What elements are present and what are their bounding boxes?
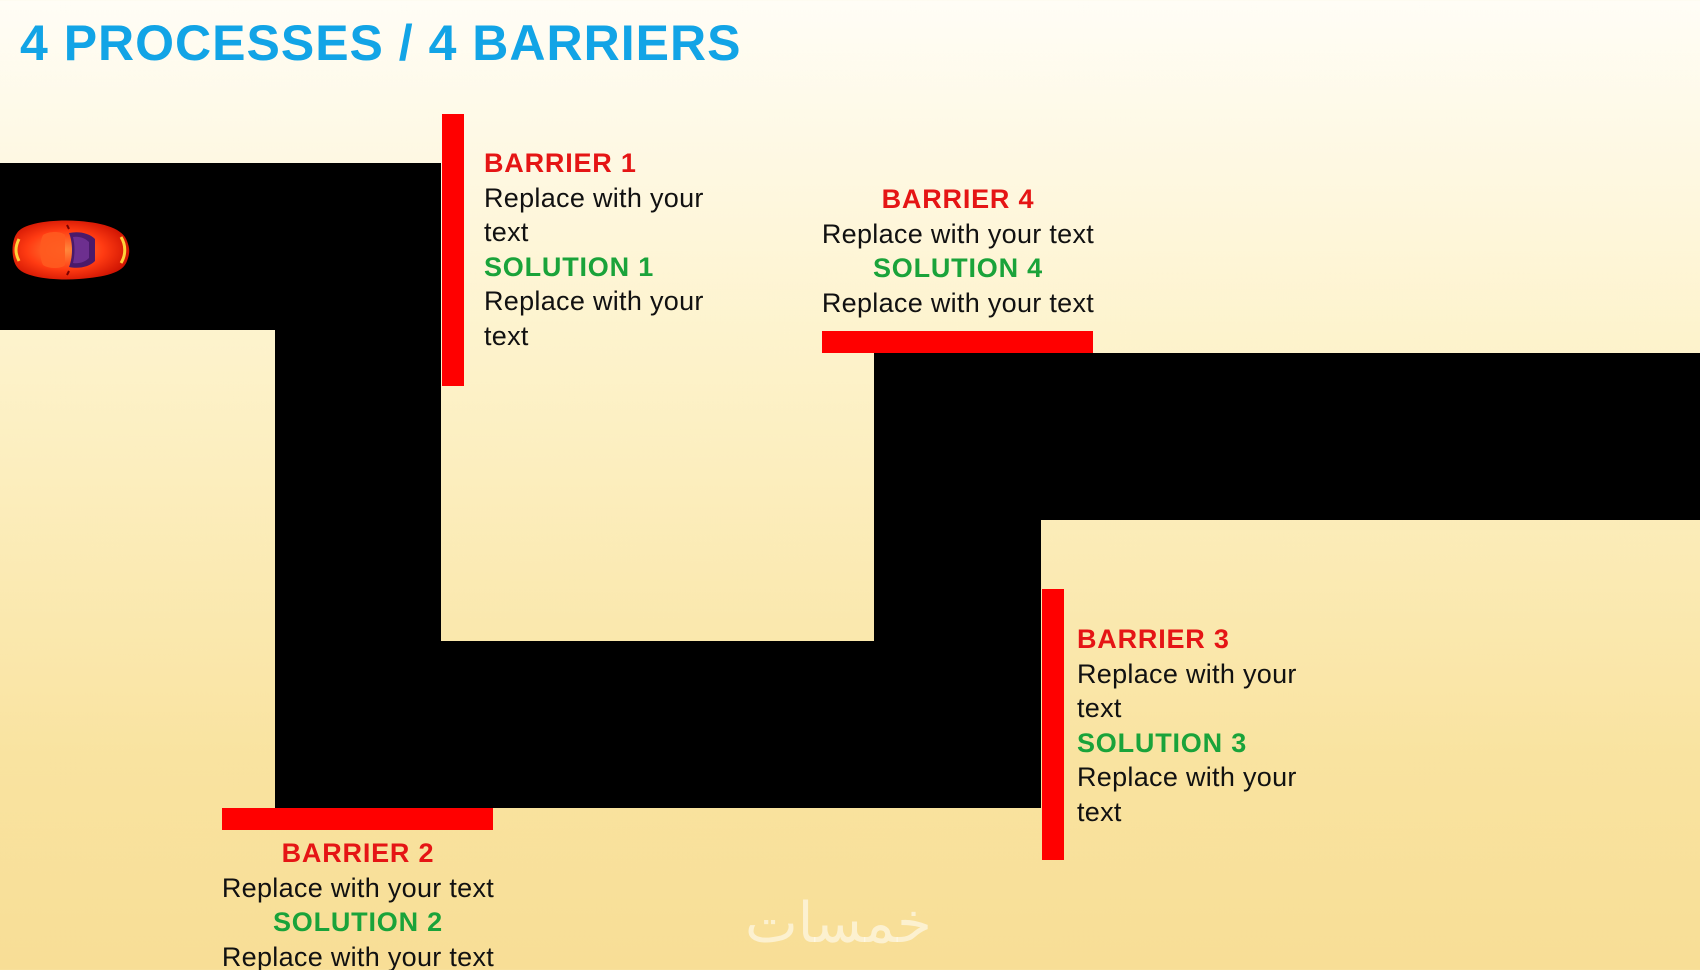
barrier-3-label: BARRIER 3 [1077, 624, 1230, 654]
barrier-3-bar [1042, 589, 1064, 860]
solution-1-text: Replace with your text [484, 286, 704, 351]
barrier-1-bar [442, 114, 464, 386]
barrier-1-label: BARRIER 1 [484, 148, 637, 178]
solution-4-text: Replace with your text [821, 287, 1095, 318]
barrier-4-note: BARRIER 4 Replace with your text SOLUTIO… [772, 182, 1144, 320]
solution-2-label: SOLUTION 2 [272, 907, 443, 937]
slide-title: 4 PROCESSES / 4 BARRIERS [20, 15, 742, 71]
watermark: خمسات [745, 891, 932, 956]
barrier-4-label: BARRIER 4 [881, 184, 1035, 214]
barrier-2-bar [222, 808, 493, 830]
barrier-3-text: Replace with your text [1077, 658, 1297, 724]
solution-2-text: Replace with your text [221, 941, 495, 970]
barrier-1-note: BARRIER 1 Replace with your text SOLUTIO… [484, 146, 744, 353]
barrier-4-text: Replace with your text [821, 218, 1095, 249]
barrier-2-note: BARRIER 2 Replace with your text SOLUTIO… [172, 836, 544, 970]
barrier-2-text: Replace with your text [221, 872, 495, 903]
solution-3-label: SOLUTION 3 [1077, 727, 1248, 758]
barrier-1-text: Replace with your text [484, 182, 704, 248]
barrier-2-label: BARRIER 2 [281, 838, 435, 868]
barrier-4-bar [822, 331, 1093, 353]
solution-1-label: SOLUTION 1 [484, 251, 655, 282]
road-segment-end [874, 353, 1700, 520]
solution-4-label: SOLUTION 4 [872, 253, 1043, 283]
red-sports-car-icon [12, 220, 130, 280]
barrier-3-note: BARRIER 3 Replace with your text SOLUTIO… [1077, 622, 1337, 829]
solution-3-text: Replace with your text [1077, 762, 1297, 827]
